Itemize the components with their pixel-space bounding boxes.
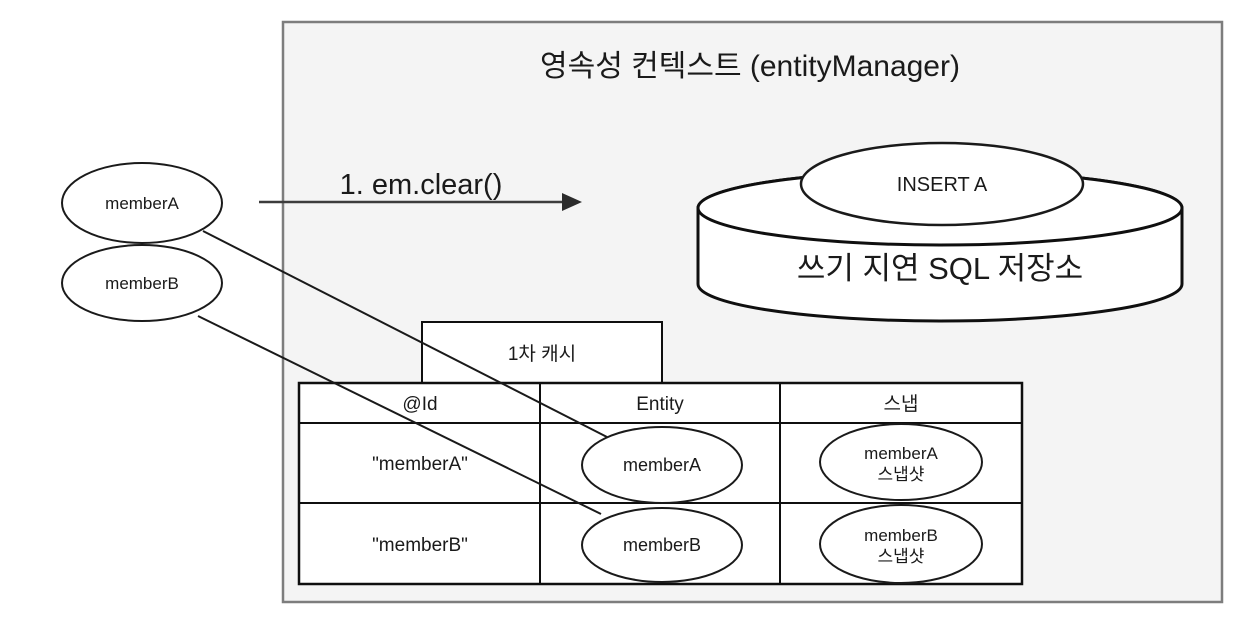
entity-label-memberb: memberB (623, 535, 701, 555)
snapshot-label-memberb-line1: memberB (864, 526, 938, 545)
snapshot-label-memberb-line2: 스냅샷 (878, 547, 925, 566)
member-b-ellipse (61, 244, 223, 322)
column-header-id: @Id (402, 394, 437, 415)
column-header-snapshot: 스냅 (884, 393, 919, 415)
member-b-label: memberB (105, 274, 179, 293)
snapshot-ellipse-memberb (819, 504, 983, 584)
entity-label-membera: memberA (623, 455, 701, 475)
member-a-label: memberA (105, 194, 179, 213)
member-a-ellipse (61, 162, 223, 244)
entity-ellipse-memberb (581, 507, 743, 583)
persistence-context-title: 영속성 컨텍스트 (entityManager) (540, 50, 960, 83)
insert-a-label: INSERT A (897, 174, 988, 196)
sql-store-label: 쓰기 지연 SQL 저장소 (797, 251, 1083, 286)
snapshot-label-membera-line2: 스냅샷 (878, 465, 925, 484)
snapshot-label-membera-line1: memberA (864, 444, 938, 463)
snapshot-ellipse-membera (819, 423, 983, 501)
em-clear-label: 1. em.clear() (340, 169, 503, 201)
column-header-entity: Entity (636, 394, 684, 415)
em-clear-arrowhead-icon (562, 193, 582, 211)
relation-line-membera (202, 230, 608, 438)
first-level-cache-box (421, 321, 663, 385)
cell-id-membera: "memberA" (372, 454, 468, 475)
insert-a-badge (799, 141, 1085, 227)
first-level-cache-title: 1차 캐시 (508, 343, 576, 365)
relation-line-memberb (197, 315, 602, 515)
cell-id-memberb: "memberB" (372, 535, 468, 556)
entity-ellipse-membera (581, 426, 743, 504)
